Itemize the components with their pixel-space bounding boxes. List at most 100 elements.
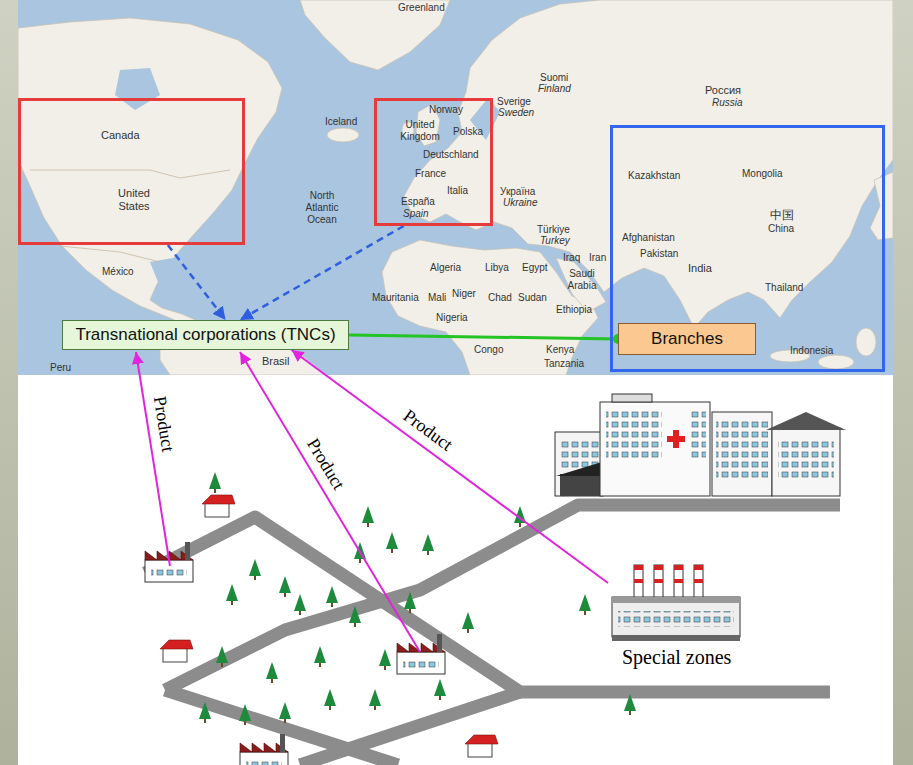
place-name: Algeria (430, 262, 461, 274)
place-name: Россия (705, 84, 741, 97)
illustration-part (326, 586, 338, 607)
map-region-box: United KingdomNorwayPolskaDeutschlandFra… (374, 98, 493, 226)
illustration-part (766, 412, 846, 430)
label-slot: Iraq (563, 252, 580, 264)
dashed-arrow (240, 226, 404, 320)
illustration-part (18, 0, 893, 375)
product-arrows (136, 352, 420, 652)
place-name: Mongolia (742, 168, 783, 180)
label-slot: Ukraine (503, 197, 537, 209)
label-slot: Sweden (498, 107, 534, 119)
illustration-part (18, 18, 282, 334)
node-text: Transnational corporations (TNCs) (75, 325, 335, 345)
dashed-arrow (168, 245, 226, 320)
label-slot: Turkey (540, 235, 570, 247)
label-slot: Ethiopia (556, 304, 592, 316)
illustration-part (379, 649, 391, 670)
illustration-part (434, 679, 446, 700)
text-slot: España (401, 196, 435, 208)
illustration-part (600, 402, 710, 496)
label-slot: Sudan (518, 292, 547, 304)
place-name: Ukraine (503, 197, 537, 209)
illustration-part (818, 355, 854, 369)
map-region-box: CanadaUnited States (18, 98, 245, 245)
text-slot: Norway (429, 104, 463, 116)
place-name: Peru (50, 362, 71, 374)
place-name: Ethiopia (556, 304, 592, 316)
place-name: Kenya (546, 344, 574, 356)
trees (199, 472, 636, 725)
illustration-part (634, 579, 643, 583)
illustration-part (624, 694, 636, 715)
place-name: Kazakhstan (628, 170, 680, 182)
place-name: China (768, 223, 794, 235)
illustration-part (314, 646, 326, 667)
label-slot: Saudi Arabia (562, 268, 602, 292)
illustration-part (514, 506, 526, 527)
text-slot: Polska (453, 126, 483, 138)
text-slot: India (688, 262, 712, 275)
illustration-part (30, 170, 230, 262)
illustration-part (772, 428, 840, 496)
text-slot: United Kingdom (395, 119, 445, 143)
place-name: Pakistan (640, 248, 678, 260)
text-slot: United States (108, 187, 160, 213)
illustration-part (694, 565, 703, 570)
illustration-part (240, 734, 288, 765)
illustration-part (870, 172, 893, 240)
place-name: United Kingdom (395, 119, 445, 143)
place-name: Saudi Arabia (562, 268, 602, 292)
illustration-part (654, 565, 663, 599)
illustration-part (239, 704, 251, 725)
text-slot: France (415, 168, 446, 180)
label-slot: Mali (428, 292, 446, 304)
label-slot: Niger (452, 288, 476, 300)
illustration-part (654, 565, 663, 570)
label-slot: Suomi (540, 72, 568, 84)
illustration-part (145, 517, 830, 692)
label-slot: Nigeria (436, 312, 468, 324)
illustration-part (606, 410, 662, 460)
label-slot: Finland (538, 83, 571, 95)
illustration-part (324, 689, 336, 710)
node-text: Branches (651, 329, 723, 349)
flow-label: Product (302, 433, 350, 495)
text-slot: Mongolia (742, 168, 783, 180)
flow-label: Product (149, 393, 178, 455)
place-name: 中国 (770, 208, 794, 222)
place-name: Thailand (765, 282, 803, 294)
text-slot: China (768, 223, 794, 235)
label-slot: Sverige (497, 96, 531, 108)
place-name: Mali (428, 292, 446, 304)
illustration-part (667, 436, 685, 442)
corporation-box: Transnational corporations (TNCs) (62, 320, 349, 350)
illustration-part (612, 597, 740, 603)
illustration-part (386, 532, 398, 553)
illustration-part (556, 258, 606, 312)
illustration-part (634, 565, 643, 570)
label-slot: Türkiye (537, 224, 570, 236)
text-slot: 中国 (770, 208, 794, 222)
place-name: Indonesia (790, 345, 833, 357)
illustration-part (382, 240, 598, 375)
illustration-part (160, 640, 193, 662)
label-slot: México (102, 266, 134, 278)
place-name: Türkiye (537, 224, 570, 236)
illustration-part (249, 559, 261, 580)
illustration-part (18, 0, 893, 375)
text-slot: Afghanistan (622, 232, 675, 244)
illustration-part (199, 702, 211, 723)
special-zone: Special zones (608, 565, 773, 685)
label-slot: Congo (474, 344, 503, 356)
place-name: Nigeria (436, 312, 468, 324)
label-slot: Kenya (546, 344, 574, 356)
text-slot: Canada (101, 129, 140, 142)
label-slot: Chad (488, 292, 512, 304)
roads (145, 505, 840, 765)
illustration-part (349, 606, 361, 627)
illustration-part (266, 662, 278, 683)
illustration-part (674, 565, 683, 570)
city-buildings (555, 394, 846, 496)
illustration-part (397, 634, 445, 674)
